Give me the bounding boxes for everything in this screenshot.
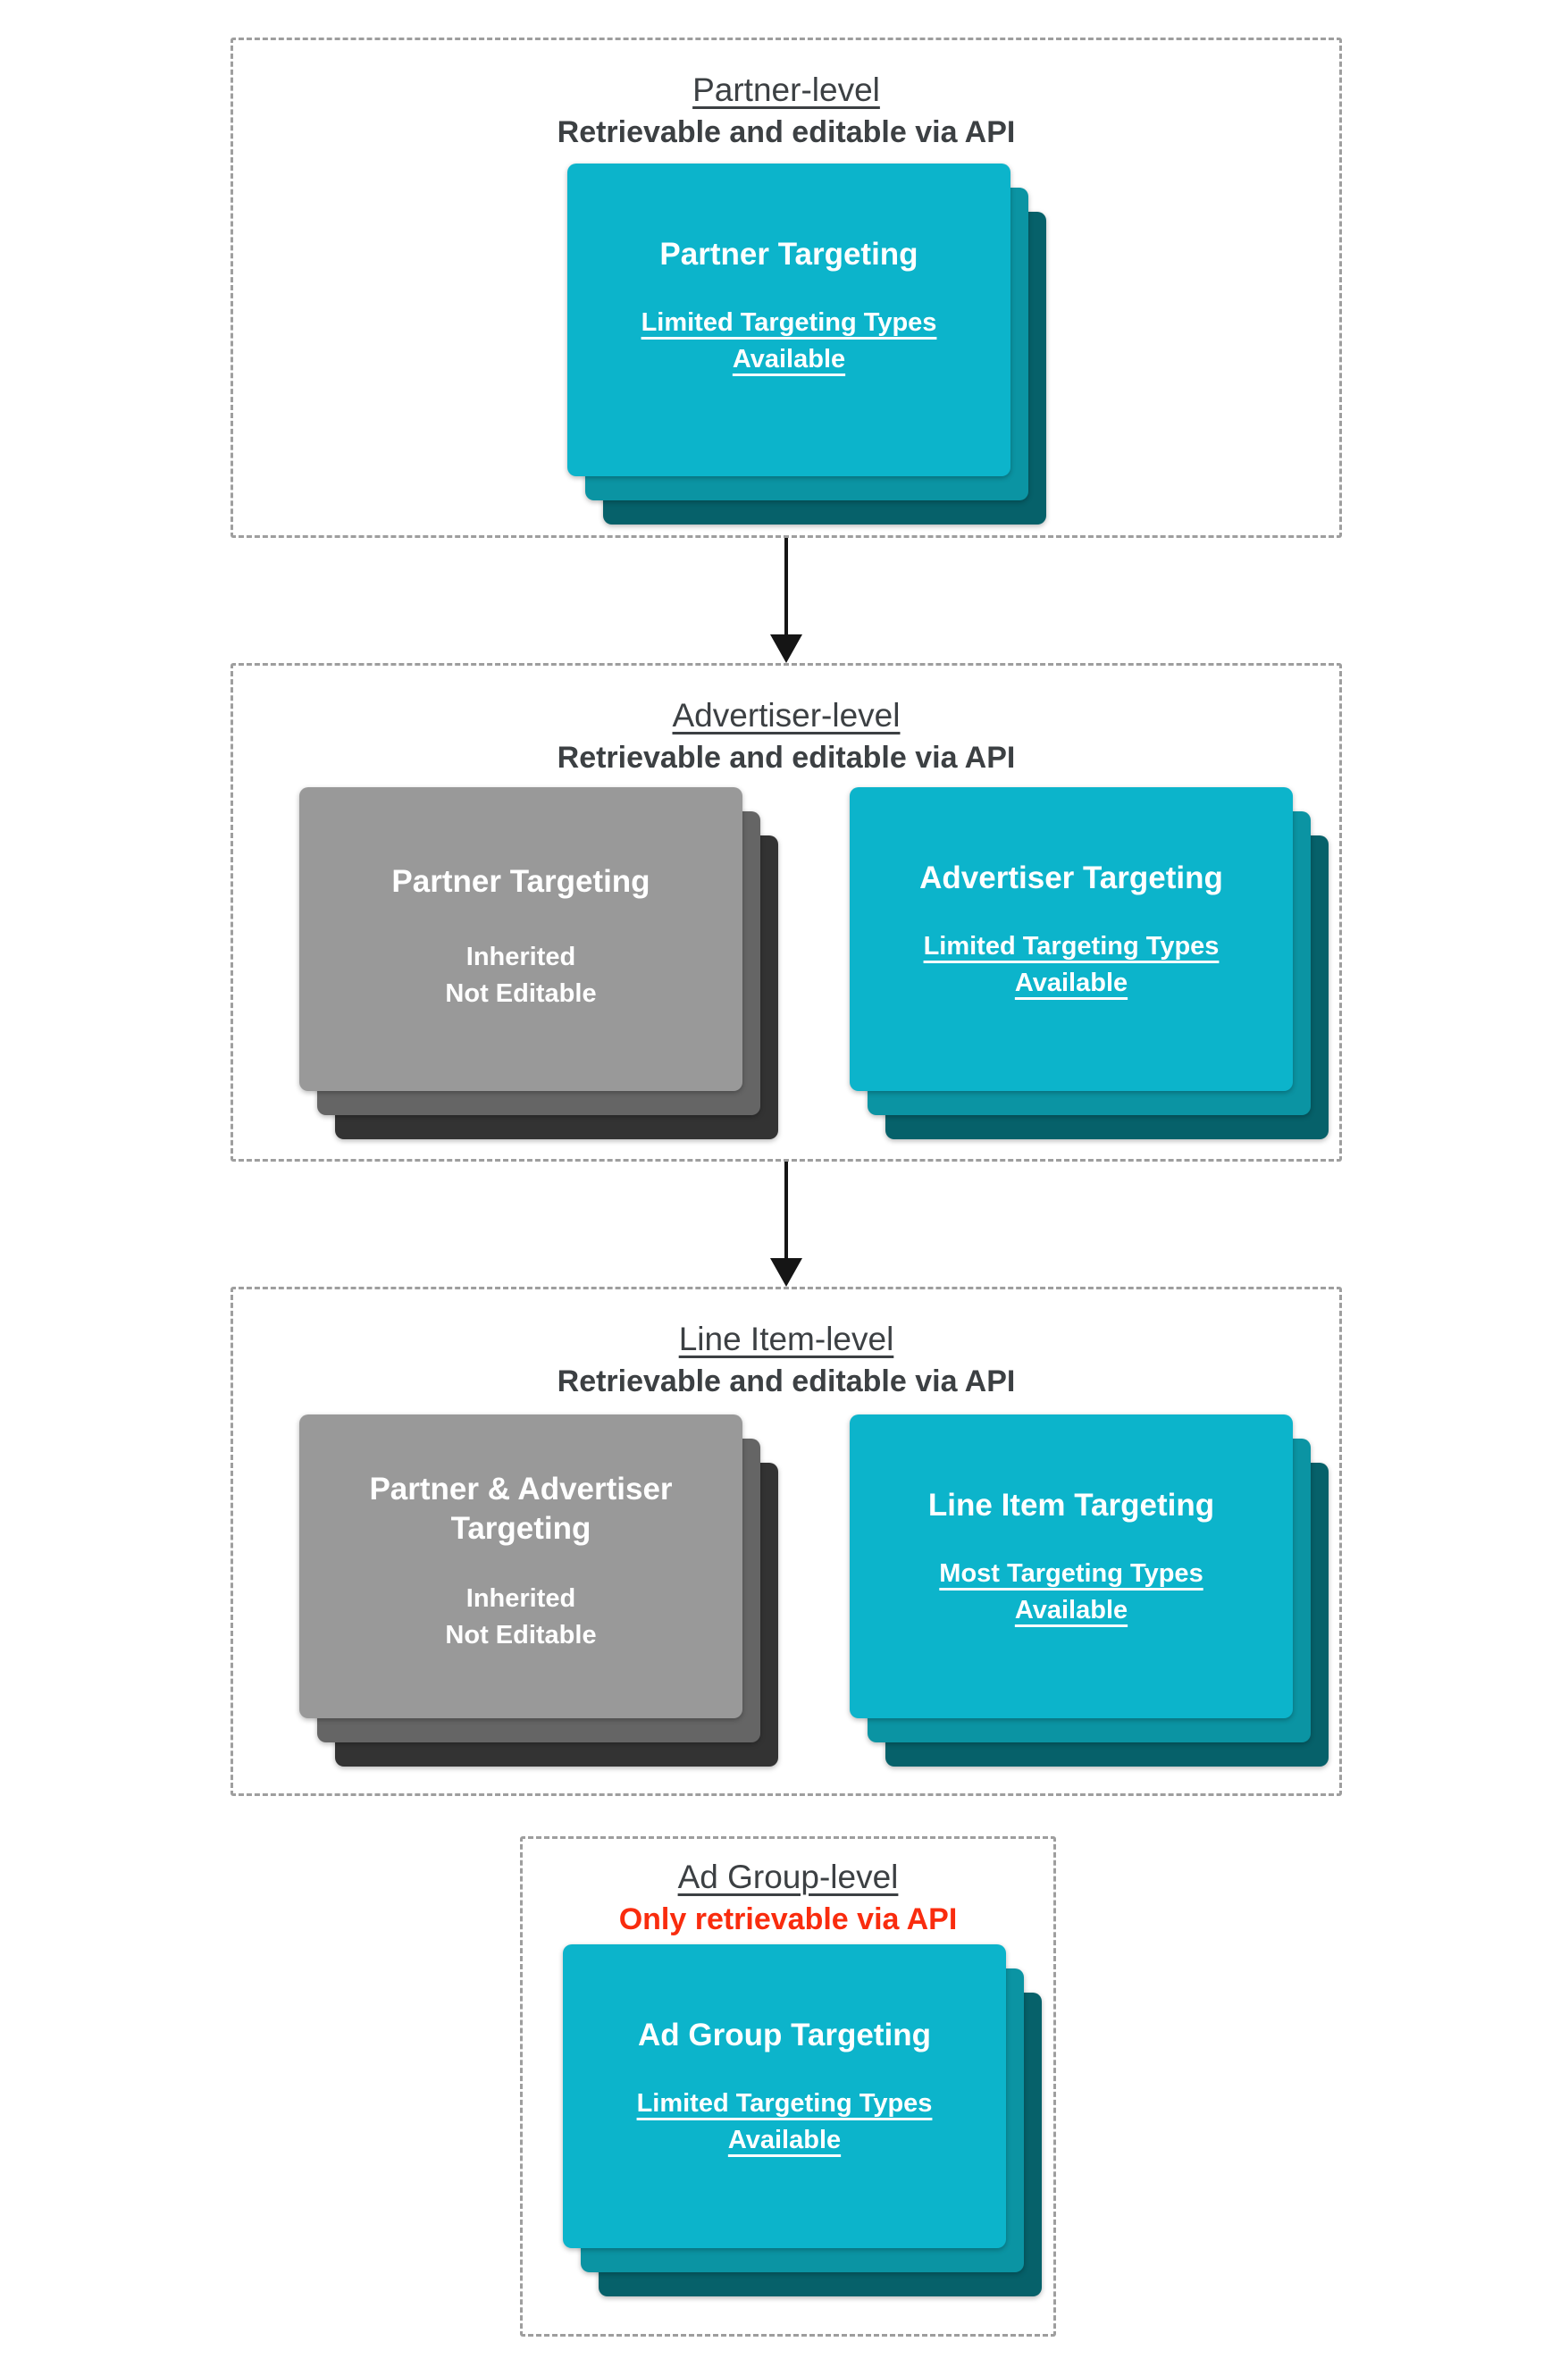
card-subtitle-line: Inherited <box>465 943 576 971</box>
card-subtitle-line: Limited Targeting Types <box>636 2089 933 2118</box>
card-title: Partner & Advertiser Targeting <box>369 1472 673 1546</box>
card-subtitle-line: Not Editable <box>445 979 597 1008</box>
section-header: Advertiser-level Retrievable and editabl… <box>233 695 1339 777</box>
card-subtitle-line: Available <box>1014 969 1128 997</box>
card-subtitle: Inherited Not Editable <box>317 1581 725 1654</box>
card-title: Ad Group Targeting <box>638 2018 931 2052</box>
flow-arrow-advertiser-to-lineitem <box>768 1162 804 1287</box>
card-inherited-partner-targeting: Partner Targeting Inherited Not Editable <box>299 787 742 1091</box>
card-stack-line-item-targeting: Line Item Targeting Most Targeting Types… <box>850 1414 1329 1767</box>
section-subtitle: Retrievable and editable via API <box>557 741 1016 775</box>
card-title: Partner Targeting <box>391 864 650 899</box>
card-partner-targeting: Partner Targeting Limited Targeting Type… <box>567 164 1010 476</box>
card-content: Partner Targeting Limited Targeting Type… <box>567 164 1010 476</box>
card-ad-group-targeting: Ad Group Targeting Limited Targeting Typ… <box>563 1944 1006 2248</box>
card-subtitle-line: Available <box>1014 1596 1128 1624</box>
arrow-line <box>784 1162 788 1260</box>
card-subtitle-line: Available <box>727 2126 842 2154</box>
card-subtitle: Limited Targeting Types Available <box>585 305 993 378</box>
section-partner-level: Partner-level Retrievable and editable v… <box>231 38 1342 538</box>
section-subtitle: Only retrievable via API <box>618 1902 958 1936</box>
card-stack-advertiser-targeting: Advertiser Targeting Limited Targeting T… <box>850 787 1329 1139</box>
arrow-head-icon <box>770 634 802 663</box>
section-line-item-level: Line Item-level Retrievable and editable… <box>231 1287 1342 1796</box>
card-stack-inherited-partner-advertiser-targeting: Partner & Advertiser Targeting Inherited… <box>299 1414 778 1767</box>
card-content: Ad Group Targeting Limited Targeting Typ… <box>563 1944 1006 2248</box>
section-advertiser-level: Advertiser-level Retrievable and editabl… <box>231 663 1342 1162</box>
flow-arrow-partner-to-advertiser <box>768 538 804 663</box>
card-subtitle-line: Limited Targeting Types <box>641 308 937 337</box>
card-stack-ad-group-targeting: Ad Group Targeting Limited Targeting Typ… <box>563 1944 1042 2296</box>
card-content: Partner & Advertiser Targeting Inherited… <box>299 1414 742 1718</box>
section-header: Partner-level Retrievable and editable v… <box>233 70 1339 152</box>
section-subtitle: Retrievable and editable via API <box>557 1364 1016 1398</box>
section-ad-group-level: Ad Group-level Only retrievable via API … <box>520 1836 1056 2337</box>
section-subtitle: Retrievable and editable via API <box>557 115 1016 149</box>
section-title: Advertiser-level <box>672 697 901 734</box>
section-title: Ad Group-level <box>677 1859 899 1895</box>
card-title: Line Item Targeting <box>927 1488 1215 1523</box>
arrow-head-icon <box>770 1258 802 1287</box>
arrow-line <box>784 538 788 636</box>
card-subtitle-line: Inherited <box>465 1584 576 1613</box>
card-line-item-targeting: Line Item Targeting Most Targeting Types… <box>850 1414 1293 1718</box>
card-subtitle-line: Limited Targeting Types <box>923 932 1220 961</box>
card-subtitle: Inherited Not Editable <box>317 939 725 1012</box>
card-content: Partner Targeting Inherited Not Editable <box>299 787 742 1091</box>
card-stack-partner-targeting: Partner Targeting Limited Targeting Type… <box>567 164 1046 525</box>
card-subtitle-line: Not Editable <box>445 1621 597 1649</box>
card-inherited-partner-advertiser-targeting: Partner & Advertiser Targeting Inherited… <box>299 1414 742 1718</box>
section-header: Ad Group-level Only retrievable via API <box>523 1857 1053 1939</box>
section-header: Line Item-level Retrievable and editable… <box>233 1319 1339 1401</box>
card-subtitle: Limited Targeting Types Available <box>868 928 1275 1002</box>
card-content: Line Item Targeting Most Targeting Types… <box>850 1414 1293 1718</box>
card-subtitle-line: Available <box>732 345 846 374</box>
card-title: Partner Targeting <box>659 237 918 272</box>
card-content: Advertiser Targeting Limited Targeting T… <box>850 787 1293 1091</box>
section-title: Line Item-level <box>678 1321 894 1357</box>
card-stack-inherited-partner-targeting: Partner Targeting Inherited Not Editable <box>299 787 778 1139</box>
card-subtitle-line: Most Targeting Types <box>939 1559 1203 1588</box>
card-subtitle: Limited Targeting Types Available <box>581 2086 988 2159</box>
section-title: Partner-level <box>692 71 880 108</box>
card-advertiser-targeting: Advertiser Targeting Limited Targeting T… <box>850 787 1293 1091</box>
card-subtitle: Most Targeting Types Available <box>868 1556 1275 1629</box>
card-title: Advertiser Targeting <box>919 860 1223 895</box>
